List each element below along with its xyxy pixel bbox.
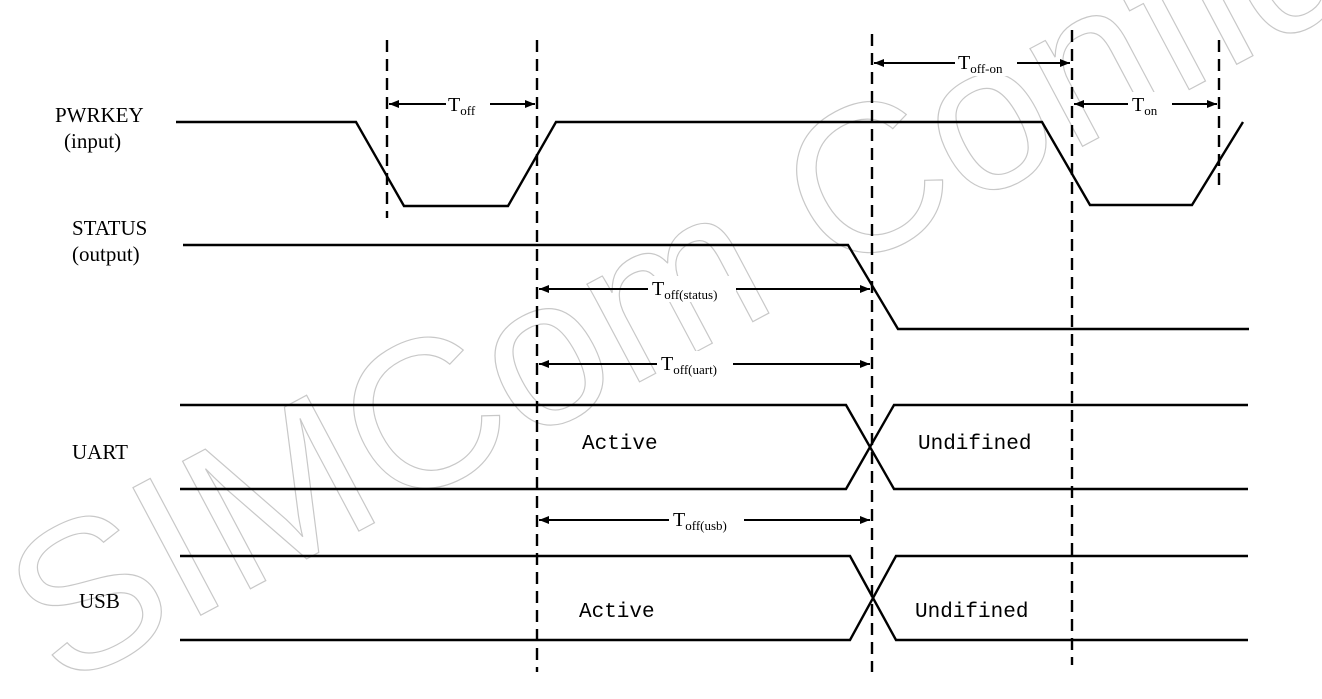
pwrkey-label: PWRKEY: [55, 103, 144, 127]
pwrkey-waveform: [176, 120, 1245, 208]
t-off-usb-label: Toff(usb): [673, 509, 727, 533]
t-off-on-label: Toff-on: [958, 52, 1003, 76]
usb-undefined-state: Undifined: [915, 601, 1028, 624]
t-on-label: Ton: [1132, 94, 1158, 118]
t-off-label: Toff: [448, 94, 476, 118]
usb-label: USB: [79, 589, 120, 613]
uart-undefined-state: Undifined: [918, 433, 1031, 456]
status-sublabel: (output): [72, 242, 140, 266]
status-label: STATUS: [72, 216, 147, 240]
uart-label: UART: [72, 440, 128, 464]
usb-active-state: Active: [579, 601, 655, 624]
pwrkey-sublabel: (input): [64, 129, 121, 153]
t-off-uart-label: Toff(uart): [661, 353, 717, 377]
uart-active-state: Active: [582, 433, 658, 456]
t-off-status-label: Toff(status): [652, 278, 717, 302]
